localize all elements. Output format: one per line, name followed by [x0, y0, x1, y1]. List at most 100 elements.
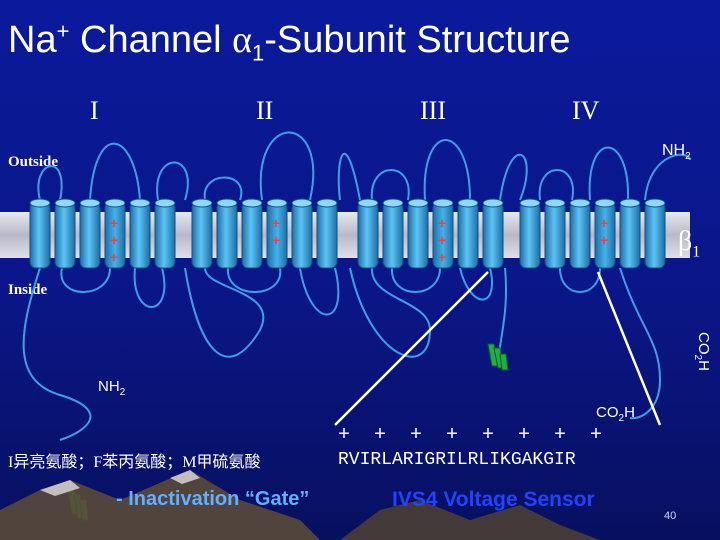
helix-cap [382, 198, 404, 208]
sensor-pointer-right [596, 271, 662, 426]
domain-label-iii: III [420, 96, 446, 125]
nh2-top-label: NH2 [662, 142, 691, 163]
helix-cap [54, 198, 76, 208]
loop-inner [559, 267, 601, 293]
s4-charges: ++++++++++ [110, 215, 608, 265]
helix-segment [216, 201, 238, 269]
helix-cap [544, 198, 566, 208]
c-terminal-tail [619, 267, 662, 420]
loop-inner [459, 267, 493, 301]
connecting-loops [22, 131, 691, 441]
helix-cap [432, 198, 454, 208]
n-terminal-tail [22, 267, 92, 441]
helix-cap [216, 198, 238, 208]
loop-outer [499, 153, 528, 201]
inside-label: Inside [8, 282, 48, 298]
loop-outer [259, 131, 315, 201]
helix-segment [519, 201, 541, 269]
positive-charge: + [272, 215, 280, 231]
helix-cap [519, 198, 541, 208]
loop-inner [133, 267, 166, 308]
helix-segment [407, 201, 429, 269]
beta-subunit-label: β1 [678, 226, 701, 261]
inactivation-gate-particle [487, 343, 509, 371]
positive-charge: + [438, 215, 446, 231]
positive-charge: + [110, 215, 118, 231]
page-number: 40 [664, 510, 677, 522]
nh2-bottom-label: NH2 [98, 378, 126, 398]
helix-segment [482, 201, 504, 269]
c-terminal-end [644, 153, 691, 201]
helix-segment [357, 201, 379, 269]
sensor-pointer-left [334, 271, 489, 426]
helix-segment [241, 201, 263, 269]
helix-segment [129, 201, 151, 269]
transmembrane-helices [29, 198, 666, 269]
helix-segment [154, 201, 176, 269]
helix-cap [104, 198, 126, 208]
loop-inner [60, 267, 111, 293]
positive-charge: + [600, 232, 608, 248]
helix-cap [644, 198, 666, 208]
loop-outer [423, 139, 471, 201]
loop-outer [203, 176, 243, 201]
loop-outer [370, 169, 410, 201]
helix-cap [316, 198, 338, 208]
positive-charge: + [110, 232, 118, 248]
co2h-bottom-label: CO2H [596, 404, 635, 424]
amino-acid-legend: I异亮氨酸；F苯丙氨酸；M甲硫氨酸 [8, 454, 261, 471]
inactivation-gate-label: - Inactivation “Gate” [116, 488, 310, 510]
helix-segment [29, 201, 51, 269]
positive-charge: + [438, 232, 446, 248]
helix-segment [54, 201, 76, 269]
page-title: Na+ Channel α1-Subunit Structure [8, 18, 571, 66]
positive-charge: + [110, 249, 118, 265]
loop-outer [588, 146, 630, 201]
loop-outer [37, 165, 63, 201]
positive-charge: + [600, 215, 608, 231]
helix-segment [457, 201, 479, 269]
helix-cap [407, 198, 429, 208]
loop-inner [226, 267, 282, 293]
loop-outer [538, 169, 574, 201]
domain-label-iv: IV [572, 96, 600, 125]
helix-cap [266, 198, 288, 208]
positive-charge: + [438, 249, 446, 265]
loop-outer [337, 153, 361, 201]
helix-segment [569, 201, 591, 269]
loop-inner [184, 267, 265, 358]
outside-label: Outside [8, 154, 59, 170]
helix-cap [291, 198, 313, 208]
sensor-sequence: RVIRLARIGRILRLIKGAKGIR [338, 450, 576, 470]
sensor-charges: + + + + + + + + [338, 424, 603, 447]
helix-segment [619, 201, 641, 269]
mountain-background [0, 470, 600, 540]
loop-outer [156, 161, 189, 201]
domain-label-i: I [90, 96, 99, 125]
helix-segment [191, 201, 213, 269]
helix-cap [129, 198, 151, 208]
voltage-sensor-label: IVS4 Voltage Sensor [392, 488, 595, 511]
loop-outer [89, 142, 141, 201]
loop-inner [299, 267, 340, 316]
helix-cap [191, 198, 213, 208]
loop-inner [349, 267, 432, 358]
loop-inner [390, 267, 441, 293]
helix-cap [29, 198, 51, 208]
domain-label-ii: II [256, 96, 274, 125]
helix-segment [644, 201, 666, 269]
helix-segment [291, 201, 313, 269]
helix-cap [154, 198, 176, 208]
helix-cap [79, 198, 101, 208]
positive-charge: + [272, 232, 280, 248]
helix-segment [544, 201, 566, 269]
helix-segment [382, 201, 404, 269]
helix-cap [457, 198, 479, 208]
helix-cap [357, 198, 379, 208]
helix-cap [619, 198, 641, 208]
helix-segment [79, 201, 101, 269]
helix-cap [241, 198, 263, 208]
helix-cap [482, 198, 504, 208]
co2h-right-label: CO2H [692, 332, 712, 371]
